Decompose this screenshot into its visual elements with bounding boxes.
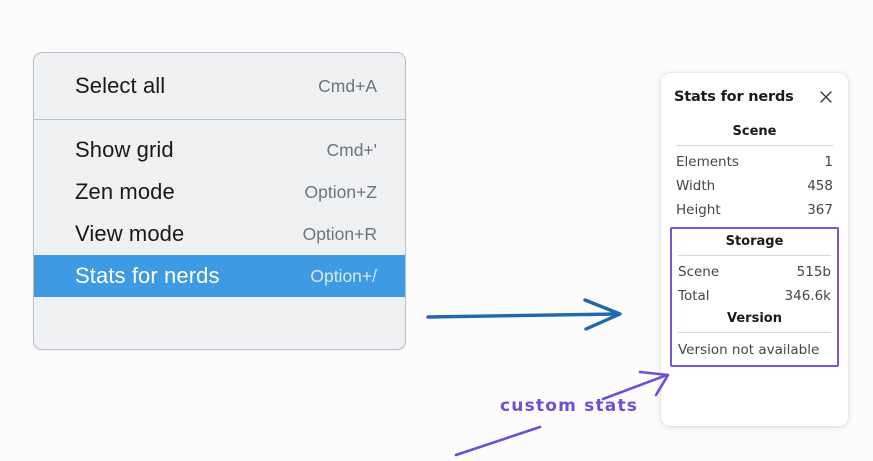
stats-row-value: 1 (824, 154, 833, 170)
menu-item-stats-for-nerds[interactable]: Stats for nerds Option+/ (34, 255, 405, 297)
stats-panel-header: Stats for nerds (674, 85, 835, 109)
stats-row-label: Elements (676, 154, 739, 170)
stats-row-label: Width (676, 178, 716, 194)
blue-arrow-annotation (426, 298, 622, 331)
menu-item-shortcut: Option+Z (304, 181, 377, 202)
section-rule (678, 255, 831, 256)
section-heading-version: Version (727, 311, 782, 326)
stats-section-version: Version Version not available (676, 308, 833, 360)
section-heading-scene: Scene (732, 124, 777, 139)
menu-item-shortcut: Cmd+' (326, 139, 377, 160)
stats-section-storage: Storage Scene 515b Total 346.6k (676, 231, 833, 308)
section-rule (678, 332, 831, 333)
menu-item-show-grid[interactable]: Show grid Cmd+' (34, 129, 405, 171)
menu-item-label: View mode (75, 221, 185, 246)
stats-row-value: 367 (807, 202, 833, 218)
stats-row-elements: Elements 1 (674, 150, 835, 174)
stats-for-nerds-panel: Stats for nerds Scene Elements 1 Width 4… (661, 73, 848, 426)
version-note: Version not available (678, 342, 820, 358)
menu-item-label: Select all (75, 73, 166, 98)
menu-item-zen-mode[interactable]: Zen mode Option+Z (34, 171, 405, 213)
stats-row-label: Total (678, 288, 710, 304)
menu-item-view-mode[interactable]: View mode Option+R (34, 213, 405, 255)
stats-panel-title: Stats for nerds (674, 89, 794, 105)
stats-row-height: Height 367 (674, 198, 835, 222)
purple-arrow-annotation (601, 370, 670, 401)
stats-row-value: 458 (807, 178, 833, 194)
menu-item-shortcut: Option+R (302, 223, 377, 244)
menu-group-view: Show grid Cmd+' Zen mode Option+Z View m… (34, 120, 405, 305)
stats-row-value: 346.6k (784, 288, 831, 304)
custom-stats-annotation-label: custom stats (500, 396, 639, 416)
section-heading-storage: Storage (725, 234, 784, 249)
purple-underline-annotation (454, 425, 542, 457)
menu-item-select-all[interactable]: Select all Cmd+A (34, 65, 405, 107)
stats-row-width: Width 458 (674, 174, 835, 198)
stats-row-label: Scene (678, 264, 720, 280)
stats-row-storage-scene: Scene 515b (676, 260, 833, 284)
menu-item-shortcut: Cmd+A (318, 75, 377, 96)
menu-item-label: Zen mode (75, 179, 175, 204)
stats-row-value: 515b (796, 264, 831, 280)
menu-item-label: Stats for nerds (75, 263, 220, 288)
menu-divider (34, 119, 405, 120)
custom-stats-highlight-box: Storage Scene 515b Total 346.6k Version … (670, 227, 839, 367)
menu-item-shortcut: Option+/ (310, 265, 377, 286)
stats-section-scene: Scene Elements 1 Width 458 Height 367 (674, 121, 835, 222)
stats-row-storage-total: Total 346.6k (676, 284, 833, 308)
section-rule (676, 145, 833, 146)
stats-row-label: Height (676, 202, 721, 218)
canvas-context-menu[interactable]: Select all Cmd+A Show grid Cmd+' Zen mod… (33, 52, 406, 350)
menu-group-selection: Select all Cmd+A (34, 53, 405, 119)
menu-item-label: Show grid (75, 137, 174, 162)
close-icon[interactable] (817, 88, 835, 106)
